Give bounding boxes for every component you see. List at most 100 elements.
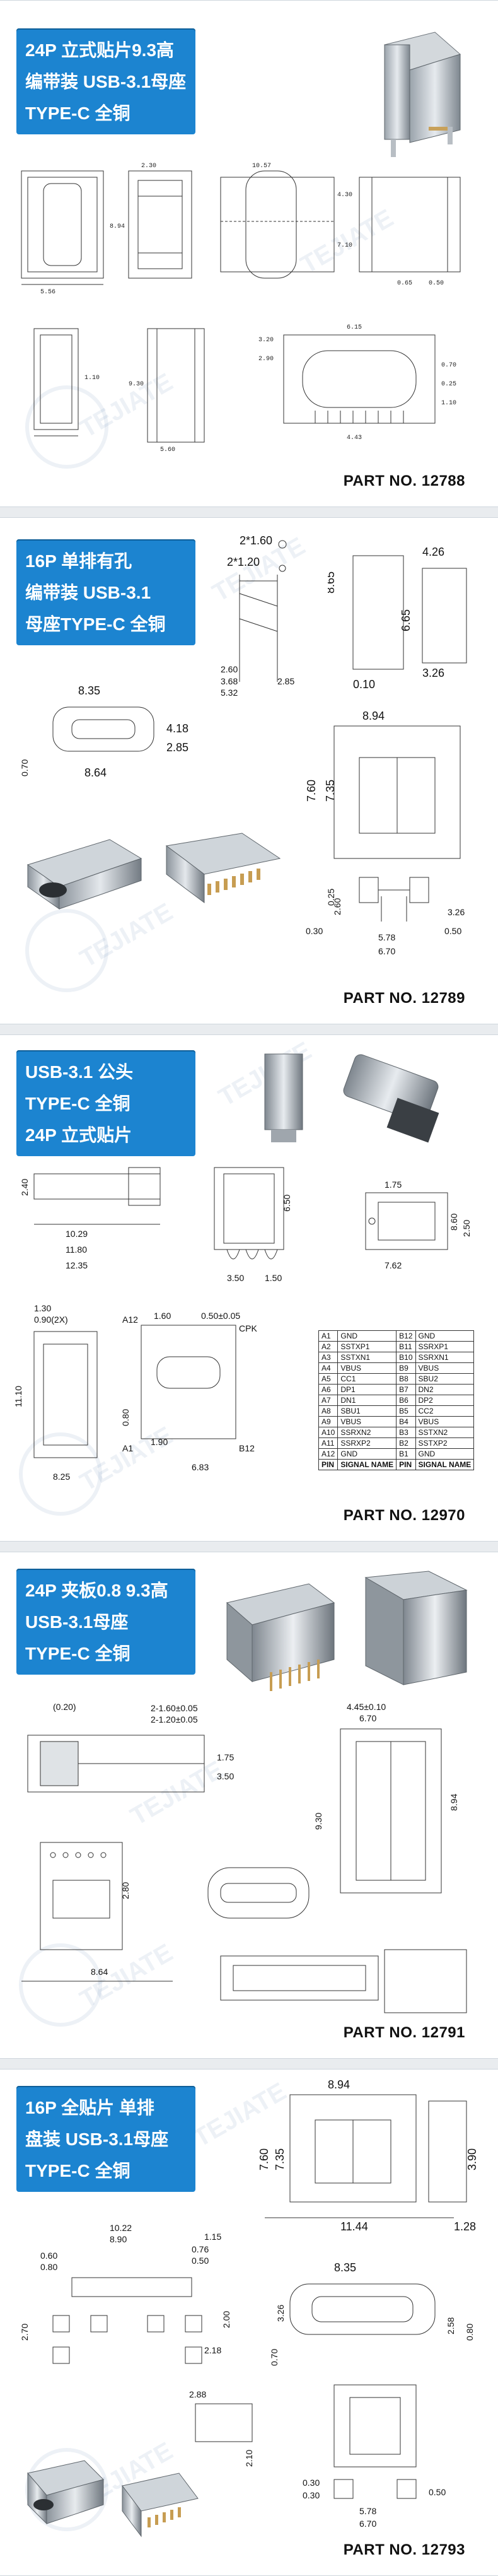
product-card-12793: TEJIATE TEJIATE 16P 全贴片 单排 盘装 USB-3.1母座 … xyxy=(0,2069,498,2576)
dimension-label: 3.26 xyxy=(448,907,465,917)
pin-table-cell: SBU1 xyxy=(337,1405,397,1417)
part-number: PART NO. 12788 xyxy=(343,472,465,489)
dimension-label: 11.44 xyxy=(340,2220,368,2233)
dimension-label: 3.50 xyxy=(227,1273,244,1283)
dimension-label: 2.18 xyxy=(204,2345,221,2355)
pin-table-cell: B7 xyxy=(396,1384,416,1395)
dimension-label: 8.65 xyxy=(328,571,337,594)
dimension-label: CPK xyxy=(239,1323,257,1333)
dimension-label: 1.90 xyxy=(151,1437,168,1447)
title-line: TYPE-C 全铜 xyxy=(25,1644,130,1663)
technical-drawing-footprint: 1.30 0.90(2X) 11.10 8.25 A12 1.60 0.50±0… xyxy=(15,1300,305,1496)
title-line: TYPE-C 全铜 xyxy=(25,1094,130,1113)
product-title-badge: 16P 全贴片 单排 盘装 USB-3.1母座 TYPE-C 全铜 xyxy=(16,2086,195,2192)
dimension-label: 7.62 xyxy=(385,1260,402,1270)
dimension-label: 3.50 xyxy=(217,1771,234,1781)
pin-table-cell: B6 xyxy=(396,1395,416,1406)
pin-table-cell: B1 xyxy=(396,1448,416,1460)
pin-table-cell: SSRXP1 xyxy=(415,1341,475,1352)
title-line: TYPE-C 全铜 xyxy=(25,103,130,123)
pin-table-cell: A7 xyxy=(318,1395,339,1406)
dimension-label: 0.90(2X) xyxy=(34,1314,68,1325)
pin-table-cell: DP2 xyxy=(415,1395,475,1406)
dimension-label: 0.25 xyxy=(326,889,336,906)
product-card-12788: TEJIATE TEJIATE 24P 立式贴片9.3高 编带装 USB-3.1… xyxy=(0,0,498,507)
dimension-label: 6.83 xyxy=(192,1462,209,1472)
pin-table-cell: B8 xyxy=(396,1373,416,1385)
pin-table-cell: SSTXP1 xyxy=(337,1341,397,1352)
pin-table-cell: SBU2 xyxy=(415,1373,475,1385)
technical-drawing-top: 2*1.60 2*1.20 2.60 3.68 5.32 2.85 xyxy=(202,530,328,701)
pin-table-cell: DN1 xyxy=(337,1395,397,1406)
dimension-label: 6.70 xyxy=(378,946,395,956)
product-photo xyxy=(15,814,292,922)
pin-table-cell: B11 xyxy=(396,1341,416,1352)
dimension-label: 0.30 xyxy=(303,2490,320,2500)
pin-table-cell: A2 xyxy=(318,1341,339,1352)
pin-table-cell: A3 xyxy=(318,1352,339,1363)
part-number: PART NO. 12791 xyxy=(343,2024,465,2041)
pin-table-cell: CC1 xyxy=(337,1373,397,1385)
pin-table-cell: SSRXP2 xyxy=(337,1437,397,1449)
part-number: PART NO. 12793 xyxy=(343,2541,465,2558)
product-card-12970: TEJIATE TEJIATE USB-3.1 公头 TYPE-C 全铜 24P… xyxy=(0,1034,498,1542)
technical-drawing-footprint: 10.22 8.90 0.60 0.80 0.76 0.50 1.15 2.18… xyxy=(15,2221,255,2385)
dimension-label: 5.78 xyxy=(359,2506,376,2516)
product-photo xyxy=(353,20,479,165)
pin-table-cell: B12 xyxy=(396,1330,416,1342)
dimension-label: 7.10 xyxy=(337,242,352,249)
pin-table-cell: B4 xyxy=(396,1416,416,1427)
dimension-label: 2.58 xyxy=(446,2317,456,2334)
dimension-label: 4.45±0.10 xyxy=(347,1702,386,1712)
dimension-label: 0.50 xyxy=(429,2487,446,2497)
title-line: 盘装 USB-3.1母座 xyxy=(25,2129,169,2149)
pin-table-header-cell: PIN xyxy=(396,1459,416,1470)
pin-table-cell: CC2 xyxy=(415,1405,475,1417)
product-photo xyxy=(15,2448,204,2555)
title-line: 24P 夹板0.8 9.3高 xyxy=(25,1581,168,1600)
dimension-label: 0.30 xyxy=(306,926,323,936)
dimension-label: 0.50±0.05 xyxy=(201,1311,240,1321)
dimension-label: 9.30 xyxy=(313,1813,323,1830)
dimension-label: 2.90 xyxy=(258,356,274,363)
dimension-label: 5.78 xyxy=(378,932,395,942)
dimension-label: 8.94 xyxy=(328,2078,350,2091)
technical-drawing-top: 8.94 7.60 7.35 3.90 11.44 1.28 xyxy=(252,2076,485,2234)
dimension-label: 1.50 xyxy=(265,1273,282,1283)
technical-drawing-front: 5.56 8.94 2.30 xyxy=(15,158,204,297)
title-line: TYPE-C 全铜 xyxy=(25,2161,130,2181)
dimension-label: 11.10 xyxy=(15,1386,23,1407)
pin-table-cell: A9 xyxy=(318,1416,339,1427)
dimension-label: 2.60 xyxy=(221,664,238,674)
part-number: PART NO. 12970 xyxy=(343,1507,465,1524)
dimension-label: 0.80 xyxy=(120,1409,130,1426)
pin-table-cell: A4 xyxy=(318,1362,339,1374)
dimension-label: 1.75 xyxy=(217,1752,234,1762)
pin-table-cell: GND xyxy=(337,1448,397,1460)
dimension-label: 0.70 xyxy=(441,362,456,369)
dimension-label: 2.88 xyxy=(189,2389,206,2399)
pin-table-cell: SSTXN2 xyxy=(415,1427,475,1438)
technical-drawing-front: 8.35 0.70 8.64 4.18 2.85 xyxy=(15,682,204,795)
pin-table-cell: VBUS xyxy=(337,1416,397,1427)
dimension-label: 0.80 xyxy=(40,2262,57,2272)
technical-drawing-footprint xyxy=(195,1849,321,1937)
dimension-label: 2.60 xyxy=(332,898,342,915)
pin-table-cell: SSRXN2 xyxy=(337,1427,397,1438)
pin-table-cell: SSTXN1 xyxy=(337,1352,397,1363)
dimension-label: 10.57 xyxy=(252,163,271,170)
dimension-label: 1.15 xyxy=(204,2232,221,2242)
product-title-badge: USB-3.1 公头 TYPE-C 全铜 24P 立式贴片 xyxy=(16,1050,195,1156)
dimension-label: 2.10 xyxy=(244,2450,254,2467)
technical-drawing-bottom xyxy=(214,1943,479,2032)
dimension-label: 5.60 xyxy=(160,447,175,454)
pin-table-cell: VBUS xyxy=(337,1362,397,1374)
dimension-label: 8.64 xyxy=(84,766,107,779)
pin-table-cell: SSRXN1 xyxy=(415,1352,475,1363)
pin-table-cell: A10 xyxy=(318,1427,339,1438)
dimension-label: 0.30 xyxy=(303,2478,320,2488)
